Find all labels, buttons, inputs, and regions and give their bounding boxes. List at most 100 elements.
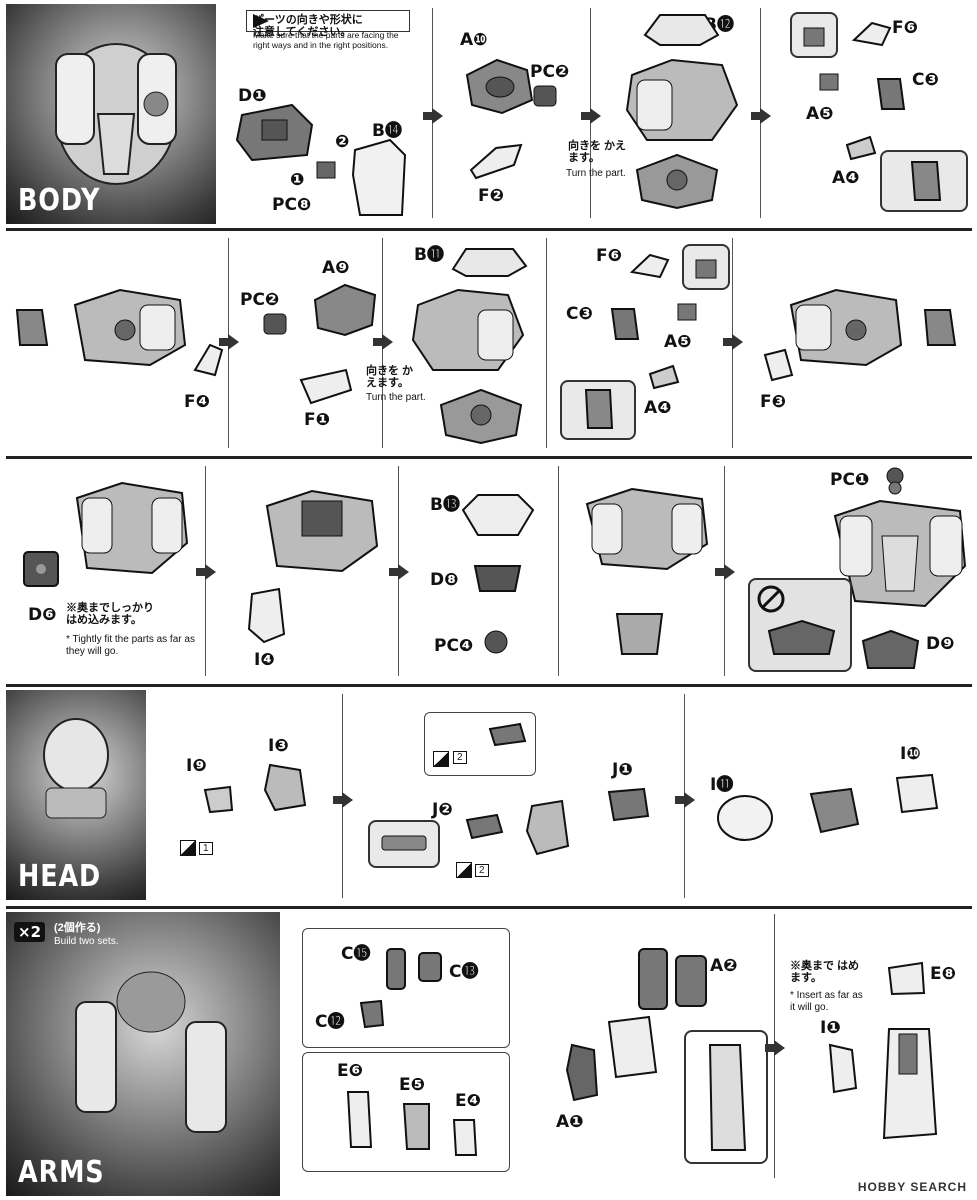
row-divider	[6, 906, 972, 909]
head-illustration	[43, 718, 109, 819]
part-body-d6	[75, 481, 189, 575]
part-c3b	[610, 308, 640, 340]
part-e5	[402, 1103, 430, 1150]
part-head-core	[525, 799, 570, 856]
part-side-cap-2	[923, 309, 957, 346]
part-c3-detail	[584, 389, 614, 429]
sub-assembly-box-1: C⓯ C⓭ C⓬	[302, 928, 510, 1048]
part-a9	[313, 283, 377, 337]
arms-hero-image: ×2 (2個作る) Build two sets. ARMS	[6, 912, 280, 1196]
part-pc8	[316, 161, 336, 179]
part-d9-wrong	[767, 619, 836, 655]
label-b13: B⓭	[430, 495, 460, 515]
part-j2	[465, 813, 504, 840]
detail-callout	[790, 12, 838, 58]
label-a2: A❷	[710, 956, 738, 976]
turn-note-jp-2: 向きを かえます。	[366, 365, 414, 389]
label-a10: A❿	[460, 30, 488, 50]
part-f6b	[629, 253, 670, 279]
part-head-assembly	[809, 787, 860, 834]
label-pc4: PC❹	[434, 636, 474, 656]
label-e4: E❹	[455, 1091, 482, 1111]
label-f6a: F❻	[892, 18, 919, 38]
part-body-base-2	[439, 388, 523, 445]
part-i1	[828, 1043, 858, 1094]
part-f4	[193, 343, 224, 377]
part-i10	[895, 773, 939, 814]
cut-marker-icon	[456, 862, 472, 878]
build-two-en: Build two sets.	[54, 936, 119, 947]
section-title-arms: ARMS	[18, 1155, 105, 1190]
step-arrow-icon	[219, 334, 239, 350]
part-body-i4	[265, 489, 379, 573]
section-title-head: HEAD	[18, 859, 102, 894]
part-f2	[469, 143, 523, 180]
part-f6a	[851, 21, 892, 47]
label-a9: A❾	[322, 258, 350, 278]
step-arrow-icon	[675, 792, 695, 808]
part-d9	[861, 629, 920, 669]
label-a5a: A❺	[806, 104, 834, 124]
label-b11: B⓫	[414, 245, 444, 265]
label-pc8: PC❽	[272, 195, 312, 215]
step-arrow-icon	[333, 792, 353, 808]
part-body-torso	[585, 487, 709, 571]
arms-illustration	[75, 971, 227, 1133]
label-c3b: C❸	[566, 304, 593, 324]
step-arrow-icon	[196, 564, 216, 580]
part-a4b	[648, 364, 680, 390]
label-j1: J❶	[612, 760, 633, 780]
label-f4: F❹	[184, 392, 211, 412]
label-f6b: F❻	[596, 246, 623, 266]
step-arrow-icon	[751, 108, 771, 124]
detail-callout	[368, 820, 440, 868]
step-arrow-icon	[765, 1040, 785, 1056]
part-j2-detail	[488, 722, 527, 747]
detail-callout	[880, 150, 968, 212]
part-c3a	[876, 78, 906, 110]
cut-marker-icon	[433, 751, 449, 767]
part-d6	[23, 551, 59, 587]
label-c3a: C❸	[912, 70, 939, 90]
label-e6: E❻	[337, 1061, 364, 1081]
part-b14	[351, 138, 407, 216]
label-c12: C⓬	[315, 1012, 345, 1032]
label-e5: E❺	[399, 1075, 426, 1095]
build-two-badge: ×2	[14, 922, 46, 942]
step-arrow-icon	[389, 564, 409, 580]
label-i4: I❹	[254, 650, 275, 670]
detail-box: 2	[424, 712, 536, 776]
part-pc4	[484, 630, 508, 654]
part-a10	[465, 58, 534, 115]
number-box-1: 1	[180, 840, 213, 856]
part-c12	[359, 999, 385, 1029]
part-body-core-2	[411, 288, 525, 371]
detail-box	[684, 1030, 768, 1164]
row-divider	[6, 228, 972, 231]
step-divider	[558, 466, 559, 676]
turn-note-jp: 向きを かえます。	[568, 140, 627, 164]
section-title-body: BODY	[18, 183, 101, 218]
cut-marker-icon	[180, 840, 196, 856]
part-i4	[247, 587, 286, 644]
part-a4a	[845, 135, 877, 161]
label-f3: F❸	[760, 392, 787, 412]
insert-note-en: * Insert as far as it will go.	[790, 990, 863, 1013]
step-num-1a: ❶	[290, 170, 305, 190]
part-arm-middle	[607, 1015, 658, 1079]
part-c15	[386, 948, 406, 990]
part-e6	[346, 1091, 373, 1148]
build-two-jp: (2個作る)	[54, 922, 101, 934]
step-divider	[546, 238, 547, 448]
part-arm-detail	[708, 1044, 747, 1151]
part-b11	[451, 248, 528, 277]
label-d1: D❶	[238, 86, 267, 106]
number-box-2: 2	[456, 862, 489, 878]
part-a5-detail	[803, 27, 825, 47]
label-pc2a: PC❷	[530, 62, 570, 82]
warning-icon	[253, 14, 269, 28]
watermark: HOBBY SEARCH	[857, 1180, 967, 1194]
part-arm-upper	[638, 948, 707, 1010]
part-j2-bottom-detail	[381, 835, 427, 851]
label-j2: J❷	[432, 800, 453, 820]
